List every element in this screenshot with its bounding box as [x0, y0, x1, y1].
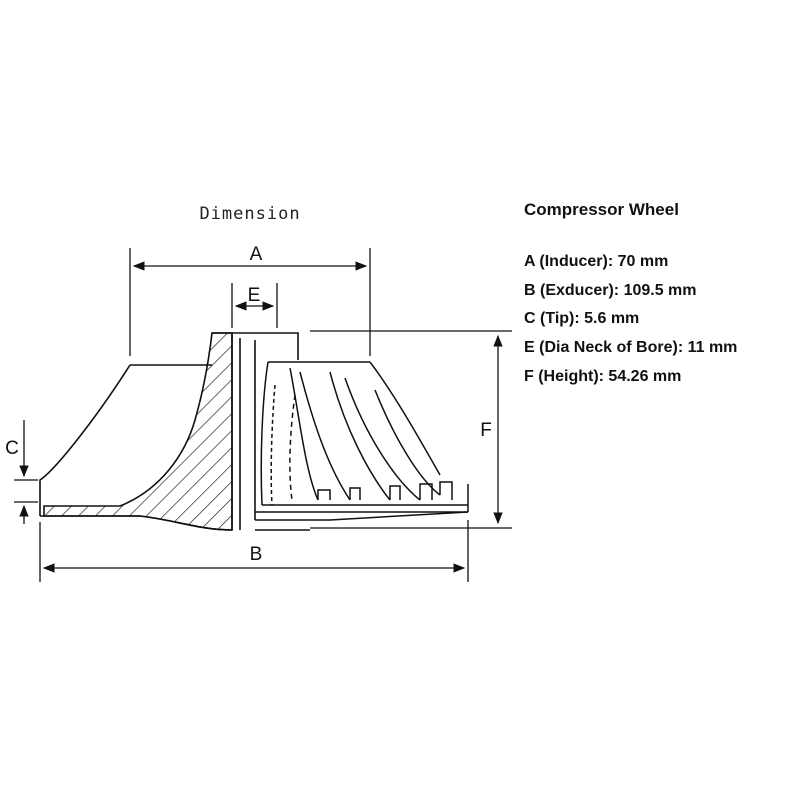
specs-panel: Compressor Wheel A (Inducer): 70 mm B (E… [524, 200, 794, 392]
label-e: E [248, 285, 261, 306]
label-b: B [250, 544, 263, 565]
label-a: A [250, 244, 263, 265]
dimension-e [231, 283, 278, 328]
spec-tip: C (Tip): 5.6 mm [524, 310, 640, 328]
dimension-b [39, 520, 469, 582]
spec-bore-neck: E (Dia Neck of Bore): 11 mm [524, 339, 738, 357]
dimension-c [14, 420, 38, 524]
label-f: F [480, 420, 492, 441]
dimension-title: Dimension [199, 204, 300, 224]
label-c: C [5, 438, 19, 459]
spec-inducer: A (Inducer): 70 mm [524, 253, 669, 270]
dimension-a [129, 248, 371, 356]
hub-cross-section [43, 332, 233, 531]
specs-title: Compressor Wheel [524, 200, 679, 219]
spec-exducer: B (Exducer): 109.5 mm [524, 281, 697, 299]
wheel-blades [255, 361, 469, 531]
dimension-f [310, 330, 512, 529]
wheel-nose [212, 332, 299, 530]
spec-height: F (Height): 54.26 mm [524, 367, 682, 385]
